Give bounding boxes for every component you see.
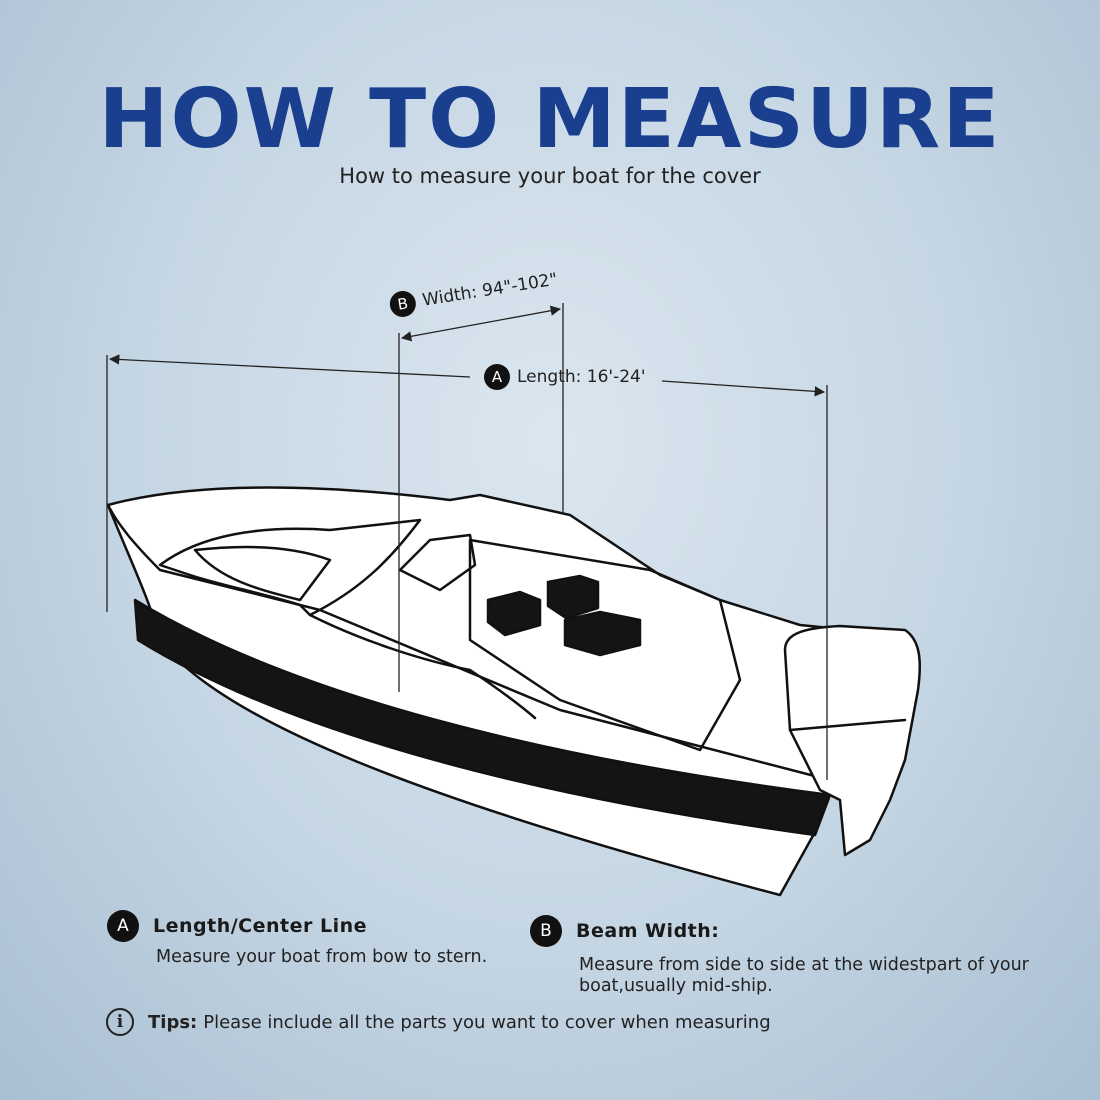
tips-text: Please include all the parts you want to… — [203, 1011, 771, 1033]
legend-length-description: Measure your boat from bow to stern. — [156, 947, 488, 967]
tips-label: Tips: — [148, 1011, 198, 1033]
tips-note: i Tips: Please include all the parts you… — [106, 1008, 771, 1036]
boat-bow-deck — [106, 486, 852, 782]
dimension-lines — [106, 303, 828, 780]
length-marker-label: Length: 16'-24' — [517, 367, 646, 387]
legend-width: B Beam Width: Measure from side to side … — [530, 915, 1029, 997]
boat-cockpit — [468, 538, 742, 752]
length-dimension-left — [108, 354, 471, 378]
boat-illustration — [106, 486, 921, 897]
length-marker-badge: A — [484, 364, 510, 390]
legend-width-description-line: boat,usually mid-ship. — [579, 976, 773, 996]
legend-width-description: Measure from side to side at the widestp… — [579, 955, 1029, 997]
legend-width-description-line: Measure from side to side at the widestp… — [579, 955, 1029, 975]
legend-length-badge: A — [107, 910, 139, 942]
width-dimension — [400, 305, 562, 342]
legend-length-heading: Length/Center Line — [153, 915, 368, 937]
length-dimension-right — [661, 380, 826, 397]
legend-width-heading: Beam Width: — [576, 920, 720, 942]
page-title: HOW TO MEASURE — [98, 72, 1002, 167]
boat-console — [398, 533, 477, 592]
boat-rub-rail — [133, 598, 832, 837]
info-icon: i — [106, 1008, 134, 1036]
legend-width-badge: B — [530, 915, 562, 947]
page-subtitle: How to measure your boat for the cover — [339, 164, 761, 188]
boat-windshield — [158, 518, 422, 617]
boat-seat-right — [546, 574, 600, 620]
legend-length: A Length/Center Line Measure your boat f… — [107, 910, 487, 968]
boat-outboard-motor — [783, 624, 921, 857]
boat-seat-left — [486, 590, 542, 637]
width-marker-badge: B — [387, 289, 418, 319]
length-marker: A Length: 16'-24' — [484, 364, 646, 390]
